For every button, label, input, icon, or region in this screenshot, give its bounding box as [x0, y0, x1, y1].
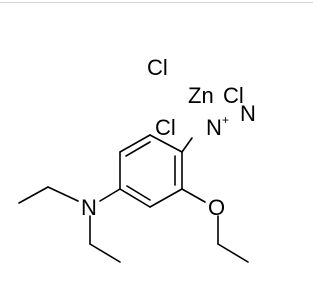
atom-terminal-nitrogen: N	[240, 101, 256, 126]
ring-bond-upper-right	[149, 134, 183, 153]
bond-ethyl-lower-terminal	[89, 243, 121, 263]
bond-ring-to-diazonium	[181, 137, 193, 153]
positive-charge: +	[222, 113, 229, 127]
atom-chlorine-left: Cl	[155, 115, 176, 140]
ring-double-bond-top	[125, 141, 151, 157]
top-divider	[0, 2, 313, 3]
ring-bond-top	[119, 134, 151, 153]
bond-ring-to-amine	[99, 188, 121, 202]
benzene-ring	[119, 134, 183, 208]
ring-bond-bottom-left	[119, 188, 151, 208]
atom-ether-oxygen: O	[208, 195, 225, 220]
ring-bond-bottom-right	[149, 188, 183, 208]
bond-ring-to-oxygen	[181, 188, 206, 203]
atom-zinc: Zn	[188, 83, 214, 108]
structure-canvas: Cl Zn Cl Cl N + N N O	[0, 2, 313, 263]
bond-amine-to-ethyl-upper	[47, 186, 79, 202]
ring-double-bond-bottom	[126, 185, 151, 201]
atom-diazonium-nitrogen: N	[206, 115, 222, 140]
atom-chlorine-top: Cl	[147, 55, 168, 80]
bond-ethyl-upper-terminal	[18, 186, 49, 204]
chemical-structure-diagram: Cl Zn Cl Cl N + N N O	[18, 55, 256, 263]
bond-ethoxy-terminal	[217, 243, 249, 263]
atom-chlorine-right: Cl	[223, 83, 244, 108]
atom-amine-nitrogen: N	[81, 195, 97, 220]
